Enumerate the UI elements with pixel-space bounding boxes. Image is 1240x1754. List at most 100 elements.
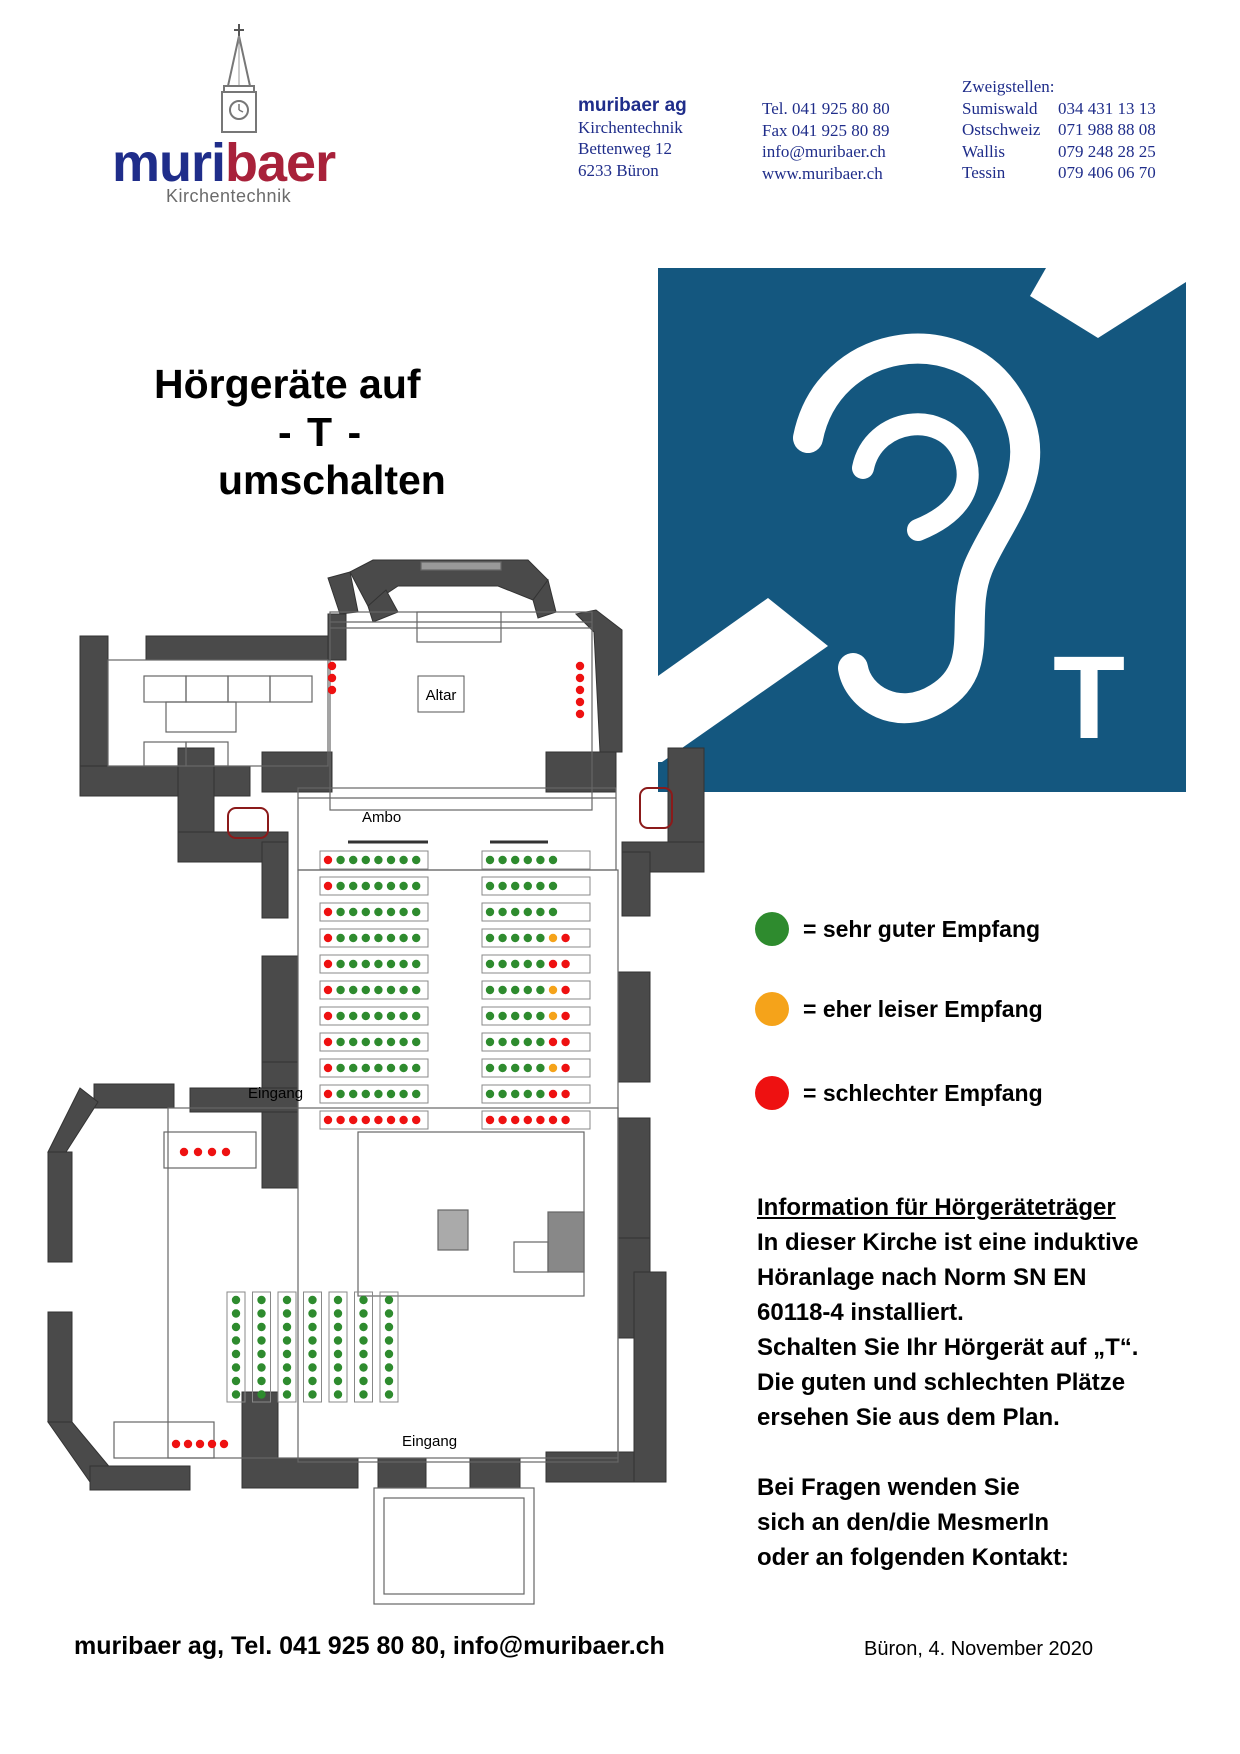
seat-marker (399, 907, 408, 917)
seat-marker (536, 1037, 545, 1047)
seat-marker (359, 1336, 368, 1345)
seat-marker (523, 959, 532, 969)
branch-heading: Zweigstellen: (962, 77, 1055, 96)
seat-marker (374, 933, 383, 943)
seat-marker (179, 1147, 189, 1157)
seat-marker (308, 1336, 317, 1345)
info-line: oder an folgenden Kontakt: (757, 1544, 1069, 1571)
seat-marker (548, 907, 558, 917)
company-address: muribaer ag Kirchentechnik Bettenweg 12 … (578, 95, 687, 181)
legend-quiet: = eher leiser Empfang (755, 992, 1043, 1026)
seat-marker (384, 1376, 394, 1386)
seat-marker (412, 855, 421, 865)
seat-marker (359, 1322, 368, 1332)
seat-marker (386, 907, 396, 917)
seat-marker (523, 855, 532, 865)
seat-marker (349, 985, 358, 995)
pew (328, 1291, 348, 1403)
pew (319, 1084, 429, 1104)
seat-marker (282, 1309, 292, 1318)
info-line: Die guten und schlechten Plätze (757, 1369, 1126, 1396)
seat-marker (386, 1089, 396, 1099)
seat-marker (336, 985, 345, 995)
label-main-entrance: Eingang (402, 1433, 457, 1450)
seat-marker (361, 855, 370, 865)
footer-contact: muribaer ag, Tel. 041 925 80 80, info@mu… (74, 1632, 665, 1660)
seat-marker (361, 1037, 370, 1047)
info-line: ersehen Sie aus dem Plan. (757, 1404, 1060, 1431)
seat-marker (207, 1439, 217, 1449)
seat-marker (548, 959, 558, 969)
seat-marker (523, 907, 532, 917)
info-line: sich an den/die MesmerIn (757, 1509, 1050, 1536)
pew (481, 954, 591, 974)
seat-marker (374, 907, 383, 917)
seat-marker (374, 1063, 383, 1073)
seat-marker (336, 1115, 345, 1125)
seat-marker (327, 685, 337, 695)
seat-marker (561, 1011, 570, 1021)
seat-marker (374, 1011, 383, 1021)
seat-marker (511, 1115, 520, 1125)
seat-marker (231, 1376, 241, 1386)
pew (481, 980, 591, 1000)
label-side-entrance: Eingang (248, 1085, 303, 1102)
seat-marker (399, 1089, 408, 1099)
pew (277, 1291, 297, 1403)
pew (319, 902, 429, 922)
label-ambo: Ambo (362, 809, 401, 826)
seat-marker (308, 1376, 317, 1386)
seat-marker (548, 1011, 558, 1021)
seat-marker (336, 1037, 345, 1047)
seat-marker (523, 881, 532, 891)
legend-label-quiet: = eher leiser Empfang (803, 995, 1043, 1022)
seat-marker (282, 1363, 292, 1372)
contact-tel: Tel. 041 925 80 80 (762, 99, 890, 118)
seat-marker (523, 933, 532, 943)
pew (481, 1084, 591, 1104)
seat-marker (498, 1089, 507, 1099)
seat-marker (485, 907, 495, 917)
seat-marker (359, 1309, 368, 1318)
seat-marker (231, 1390, 241, 1399)
seat-marker (498, 959, 507, 969)
seat-marker (485, 933, 495, 943)
seat-marker (333, 1376, 343, 1386)
seat-marker (361, 959, 370, 969)
seat-marker (536, 907, 545, 917)
pew (354, 1291, 373, 1403)
seat-layer (171, 661, 591, 1449)
seat-marker (323, 959, 333, 969)
info-line: Bei Fragen wenden Sie (757, 1474, 1020, 1501)
seat-marker (575, 697, 585, 707)
seat-marker (548, 985, 558, 995)
seat-marker (523, 1037, 532, 1047)
contact-fax: Fax 041 925 80 89 (762, 120, 890, 140)
seat-marker (386, 855, 396, 865)
seat-marker (336, 881, 345, 891)
seat-marker (231, 1295, 241, 1305)
pew (481, 850, 591, 870)
legend-label-bad: = schlechter Empfang (803, 1079, 1043, 1106)
seat-marker (336, 959, 345, 969)
seat-marker (257, 1336, 266, 1345)
seat-marker (548, 1037, 558, 1047)
label-altar: Altar (426, 687, 457, 704)
seat-marker (399, 1115, 408, 1125)
seat-marker (485, 881, 495, 891)
legend-dot-quiet (755, 992, 789, 1026)
seat-marker (359, 1363, 368, 1372)
seat-marker (511, 933, 520, 943)
seat-marker (485, 855, 495, 865)
seat-marker (536, 985, 545, 995)
seat-marker (308, 1390, 317, 1399)
seat-marker (384, 1336, 394, 1345)
pew (319, 1032, 429, 1052)
pew (319, 1110, 429, 1130)
seat-marker (511, 1037, 520, 1047)
page-title: Hörgeräte auf - T - umschalten (128, 360, 548, 504)
seat-marker (323, 933, 333, 943)
seat-marker (374, 881, 383, 891)
company-street: Bettenweg 12 (578, 139, 672, 158)
pew (481, 1110, 591, 1130)
